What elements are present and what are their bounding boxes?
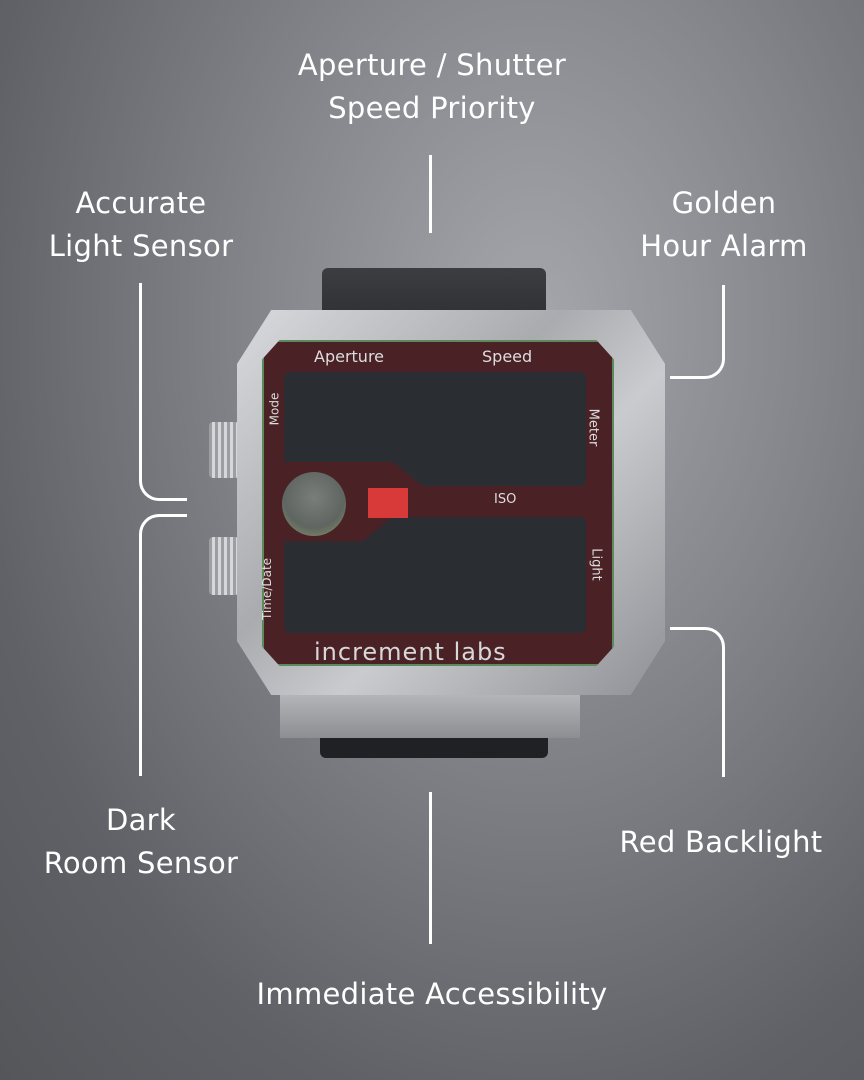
callout-line: Light Sensor [48,229,234,263]
light-label: Light [588,548,604,581]
mode-button[interactable] [209,422,239,478]
speed-label: Speed [482,347,533,366]
callout-line: Room Sensor [43,846,239,880]
bracket-red-backlight [670,627,725,777]
mode-label: Mode [267,392,282,426]
leader-line-bottom [429,792,432,944]
case-lug [280,690,580,738]
iso-label: ISO [494,492,517,507]
callout-line: Dark [105,803,177,837]
bracket-dark-room [139,514,187,776]
callout-line: Accurate [75,186,207,220]
callout-accessibility: Immediate Accessibility [256,977,608,1011]
brand-logo [368,488,408,518]
meter-label: Meter [585,408,601,447]
bracket-golden-hour [670,285,725,379]
bracket-light-sensor [139,283,187,501]
brand-name: increment labs [314,638,507,666]
aperture-label: Aperture [314,347,385,366]
callout-line: Golden [671,186,777,220]
callout-red-backlight: Red Backlight [619,825,823,859]
time-date-button[interactable] [209,537,239,595]
lower-display [284,517,586,633]
callout-line: Aperture / Shutter [297,48,567,82]
callout-line: Hour Alarm [640,229,808,263]
light-sensor-window [282,472,346,536]
watch-face: Aperture Speed ISO Mode Time/Date Meter … [262,340,614,666]
callout-line: Speed Priority [328,91,536,125]
time-date-label: Time/Date [260,557,275,621]
upper-display [284,372,586,486]
leader-line-top [429,155,432,233]
